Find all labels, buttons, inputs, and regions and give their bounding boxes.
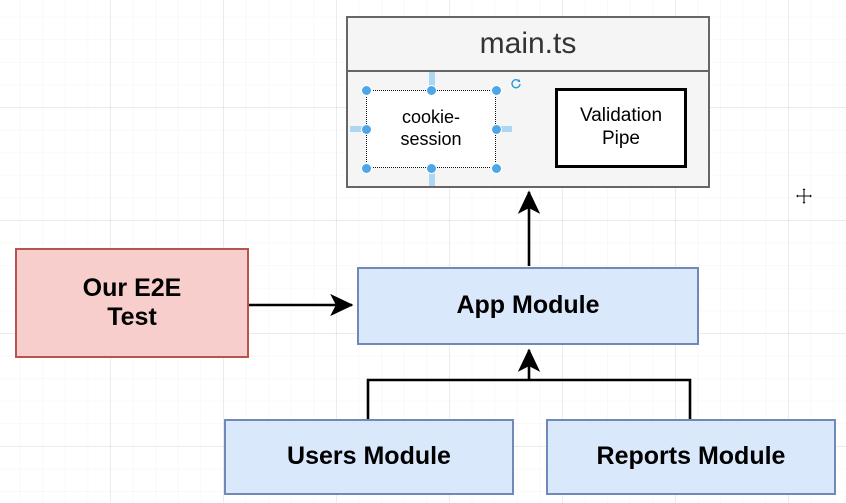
selection-hint-down	[429, 168, 435, 186]
resize-handle-e[interactable]	[491, 124, 501, 134]
e2e-test-label: Our E2E Test	[82, 273, 182, 332]
resize-handle-ne[interactable]	[491, 85, 501, 95]
resize-handle-se[interactable]	[491, 163, 501, 173]
selection-hint-up	[429, 72, 435, 90]
maints-title: main.ts	[348, 18, 708, 72]
validation-pipe-label: Validation Pipe	[579, 105, 663, 149]
node-cookie-session[interactable]: cookie- session	[366, 90, 496, 168]
selection-hint-right	[496, 126, 512, 132]
node-our-e2e-test[interactable]: Our E2E Test	[15, 248, 249, 358]
resize-handle-n[interactable]	[426, 85, 436, 95]
maints-container[interactable]: main.ts cookie- session Validation Pipe	[346, 16, 814, 206]
node-reports-module[interactable]: Reports Module	[546, 419, 836, 495]
app-module-label: App Module	[456, 291, 600, 320]
rotate-icon-glyph	[511, 79, 521, 89]
rotate-icon[interactable]	[510, 78, 522, 92]
cookie-session-label: cookie- session	[400, 107, 462, 149]
resize-handle-nw[interactable]	[361, 85, 371, 95]
node-validation-pipe[interactable]: Validation Pipe	[555, 88, 687, 168]
move-cursor-glyph	[794, 186, 814, 206]
resize-handle-w[interactable]	[361, 124, 371, 134]
maints-body: cookie- session Validation Pipe	[348, 72, 814, 206]
node-app-module[interactable]: App Module	[357, 267, 699, 345]
users-module-label: Users Module	[287, 442, 451, 471]
move-cursor-icon	[794, 186, 814, 206]
edge-modules-to-app	[366, 348, 692, 419]
node-users-module[interactable]: Users Module	[224, 419, 514, 495]
resize-handle-sw[interactable]	[361, 163, 371, 173]
resize-handle-s[interactable]	[426, 163, 436, 173]
selection-hint-left	[350, 126, 366, 132]
reports-module-label: Reports Module	[596, 442, 786, 471]
